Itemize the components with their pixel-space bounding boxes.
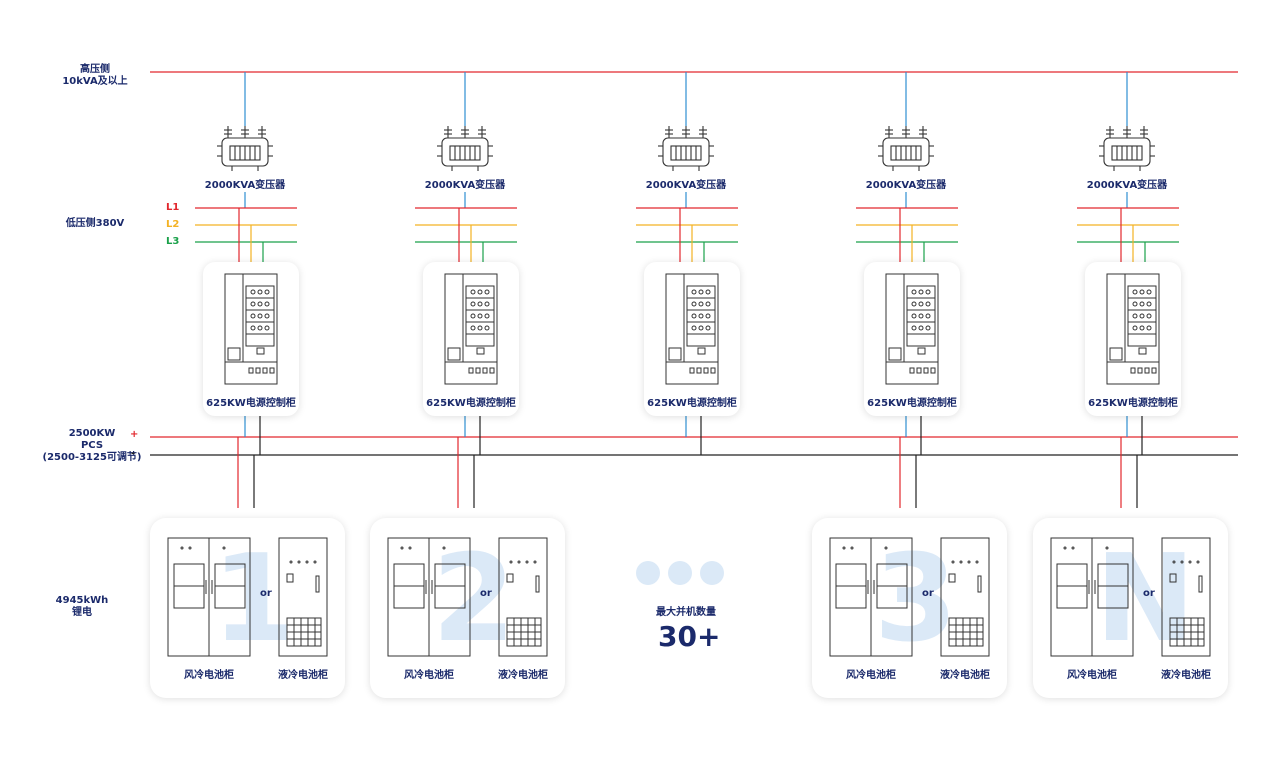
or-label: or: [480, 588, 492, 599]
air-cooled-battery-icon: [1050, 537, 1134, 657]
transformer-unit: 2000KVA变压器: [420, 124, 510, 194]
air-cooled-battery-icon: [829, 537, 913, 657]
ellipsis-dots: [636, 561, 724, 585]
control-cabinet-card: 625KW电源控制柜: [644, 262, 740, 416]
ellipsis-dot: [700, 561, 724, 585]
pcs-label: 2500KW PCS (2500-3125可调节): [42, 428, 142, 464]
liquid-cooled-label: 液冷电池柜: [940, 670, 990, 681]
pcs-label-line3: (2500-3125可调节): [42, 452, 142, 463]
dc-plus-label: +: [130, 429, 139, 440]
group-number: 1: [212, 530, 296, 669]
control-cabinet-icon: [885, 273, 939, 385]
control-cabinet-icon: [1106, 273, 1160, 385]
battery-label-line2: 锂电: [72, 607, 92, 618]
cabinet-label: 625KW电源控制柜: [647, 398, 737, 409]
group-number: 3: [874, 530, 958, 669]
air-cooled-battery-icon: [167, 537, 251, 657]
lv-side-label: 低压侧380V: [65, 218, 125, 229]
control-cabinet-icon: [444, 273, 498, 385]
pcs-label-line1: 2500KW: [68, 428, 116, 439]
control-cabinet-card: 625KW电源控制柜: [203, 262, 299, 416]
hv-side-label: 高压侧 10kVA及以上: [55, 64, 135, 88]
transformer-icon: [878, 126, 934, 171]
transformer-label: 2000KVA变压器: [1086, 180, 1168, 191]
transformer-icon: [658, 126, 714, 171]
battery-label: 4945kWh 锂电: [42, 595, 122, 619]
air-cooled-label: 风冷电池柜: [184, 670, 234, 681]
liquid-cooled-label: 液冷电池柜: [278, 670, 328, 681]
control-cabinet-icon: [224, 273, 278, 385]
liquid-cooled-battery-icon: [1161, 537, 1211, 657]
cabinet-label: 625KW电源控制柜: [1088, 398, 1178, 409]
or-label: or: [1143, 588, 1155, 599]
transformer-label: 2000KVA变压器: [645, 180, 727, 191]
air-cooled-label: 风冷电池柜: [846, 670, 896, 681]
pcs-label-line2: PCS: [80, 440, 104, 451]
air-cooled-battery-icon: [387, 537, 471, 657]
control-cabinet-card: 625KW电源控制柜: [1085, 262, 1181, 416]
transformer-label: 2000KVA变压器: [204, 180, 286, 191]
air-cooled-label: 风冷电池柜: [404, 670, 454, 681]
transformer-unit: 2000KVA变压器: [200, 124, 290, 194]
liquid-cooled-label: 液冷电池柜: [498, 670, 548, 681]
transformer-unit: 2000KVA变压器: [641, 124, 731, 194]
or-label: or: [260, 588, 272, 599]
cabinet-label: 625KW电源控制柜: [206, 398, 296, 409]
ellipsis-dot: [668, 561, 692, 585]
transformer-unit: 2000KVA变压器: [861, 124, 951, 194]
or-label: or: [922, 588, 934, 599]
control-cabinet-icon: [665, 273, 719, 385]
cabinet-label: 625KW电源控制柜: [867, 398, 957, 409]
transformer-icon: [217, 126, 273, 171]
transformer-label: 2000KVA变压器: [865, 180, 947, 191]
control-cabinet-card: 625KW电源控制柜: [423, 262, 519, 416]
transformer-unit: 2000KVA变压器: [1082, 124, 1172, 194]
air-cooled-label: 风冷电池柜: [1067, 670, 1117, 681]
hv-label-line2: 10kVA及以上: [62, 76, 128, 87]
phase-l1-label: L1: [166, 202, 180, 213]
control-cabinet-card: 625KW电源控制柜: [864, 262, 960, 416]
dc-minus-label: -: [131, 448, 136, 459]
liquid-cooled-battery-icon: [940, 537, 990, 657]
transformer-icon: [1099, 126, 1155, 171]
max-parallel-label: 最大并机数量: [656, 607, 716, 618]
phase-l2-label: L2: [166, 219, 180, 230]
max-parallel-count: 30+: [658, 620, 721, 653]
transformer-icon: [437, 126, 493, 171]
phase-l3-label: L3: [166, 236, 180, 247]
hv-label-line1: 高压侧: [80, 64, 110, 75]
ellipsis-dot: [636, 561, 660, 585]
liquid-cooled-battery-icon: [498, 537, 548, 657]
liquid-cooled-label: 液冷电池柜: [1161, 670, 1211, 681]
cabinet-label: 625KW电源控制柜: [426, 398, 516, 409]
group-number: 2: [432, 530, 516, 669]
transformer-label: 2000KVA变压器: [424, 180, 506, 191]
battery-label-line1: 4945kWh: [55, 595, 109, 606]
liquid-cooled-battery-icon: [278, 537, 328, 657]
